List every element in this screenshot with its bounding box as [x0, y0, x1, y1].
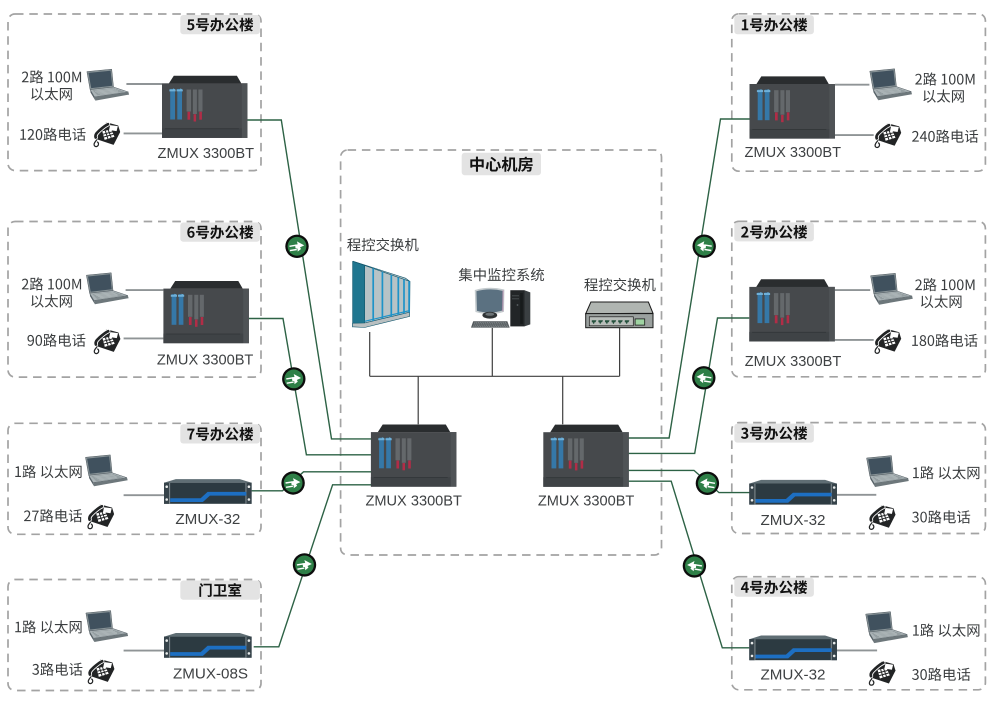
svg-text:ZMUX 3300BT: ZMUX 3300BT	[745, 145, 842, 161]
svg-text:ZMUX 3300BT: ZMUX 3300BT	[158, 146, 255, 162]
svg-text:ZMUX-32: ZMUX-32	[761, 512, 826, 529]
svg-text:ZMUX 3300BT: ZMUX 3300BT	[745, 354, 842, 370]
svg-text:ZMUX 3300BT: ZMUX 3300BT	[365, 493, 462, 509]
svg-text:ZMUX-08S: ZMUX-08S	[173, 666, 248, 683]
svg-text:ZMUX 3300BT: ZMUX 3300BT	[157, 352, 254, 368]
svg-text:ZMUX-32: ZMUX-32	[761, 666, 826, 683]
svg-text:ZMUX-32: ZMUX-32	[175, 511, 240, 528]
svg-text:ZMUX 3300BT: ZMUX 3300BT	[538, 493, 635, 509]
